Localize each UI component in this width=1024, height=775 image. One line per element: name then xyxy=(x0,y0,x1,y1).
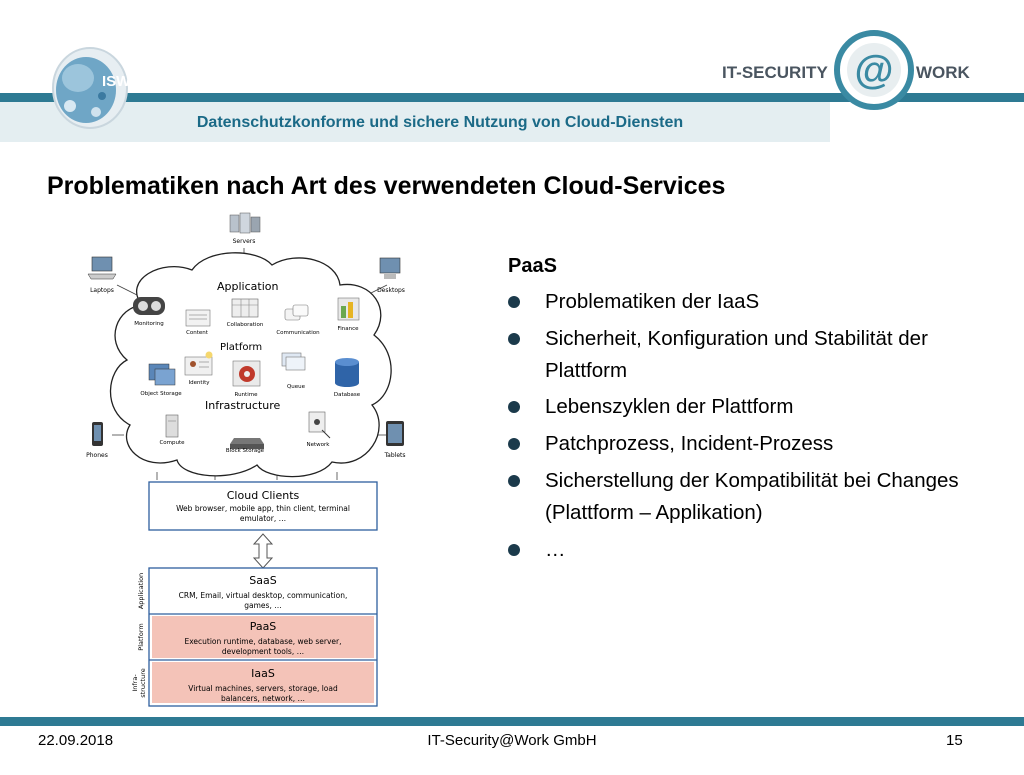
it-security-at-work-logo: IT-SECURITY @ WORK xyxy=(722,30,971,110)
cloud-clients-box: Cloud Clients Web browser, mobile app, t… xyxy=(148,481,378,531)
monitoring-icon: Monitoring xyxy=(133,297,165,327)
svg-text:structure: structure xyxy=(139,668,147,698)
network-icon: Network xyxy=(307,411,331,448)
svg-text:Communication: Communication xyxy=(276,330,320,336)
desktop-icon: Desktops xyxy=(377,257,405,294)
svg-text:games, …: games, … xyxy=(244,601,281,610)
svg-text:Runtime: Runtime xyxy=(235,392,259,398)
header-subtitle: Datenschutzkonforme und sichere Nutzung … xyxy=(196,114,684,131)
bullet-dot-icon xyxy=(508,438,520,450)
communication-icon: Communication xyxy=(276,304,320,336)
svg-text:WORK: WORK xyxy=(916,63,971,82)
isw-logo: ISW xyxy=(52,47,130,129)
svg-text:Object Storage: Object Storage xyxy=(140,391,182,397)
svg-text:Web browser, mobile app, thin: Web browser, mobile app, thin client, te… xyxy=(176,504,350,513)
svg-text:Finance: Finance xyxy=(337,326,359,332)
svg-text:development tools, …: development tools, … xyxy=(222,647,304,656)
bullet-item: … xyxy=(508,534,988,566)
bullet-item: Sicherheit, Konfiguration und Stabilität… xyxy=(508,323,988,387)
svg-text:Phones: Phones xyxy=(86,452,108,459)
svg-text:Execution runtime, database, w: Execution runtime, database, web server, xyxy=(184,637,341,646)
svg-text:Desktops: Desktops xyxy=(377,287,405,294)
laptop-icon: Laptops xyxy=(87,256,117,294)
section-heading: PaaS xyxy=(508,255,557,277)
svg-text:Virtual machines, servers, sto: Virtual machines, servers, storage, load xyxy=(188,684,338,693)
bullet-dot-icon xyxy=(508,475,520,487)
page-number: 15 xyxy=(946,732,963,749)
svg-text:@: @ xyxy=(854,48,893,92)
svg-text:Queue: Queue xyxy=(287,384,306,390)
svg-text:Identity: Identity xyxy=(188,380,210,386)
bullet-item: Lebenszyklen der Plattform xyxy=(508,391,988,423)
svg-text:CRM, Email, virtual desktop, c: CRM, Email, virtual desktop, communicati… xyxy=(179,591,348,600)
runtime-icon: Runtime xyxy=(232,360,261,398)
tablet-icon: Tablets xyxy=(384,421,406,459)
svg-text:Compute: Compute xyxy=(159,440,185,446)
header-band xyxy=(0,93,1024,102)
footer-band xyxy=(0,717,1024,726)
svg-text:Network: Network xyxy=(307,442,331,448)
footer-date: 22.09.2018 xyxy=(38,732,114,749)
bullet-dot-icon xyxy=(508,544,520,556)
servers-icon: Servers xyxy=(229,212,261,245)
cloud-computing-diagram: Servers Laptops Desktops Phones Tablets … xyxy=(86,212,406,707)
svg-text:emulator, …: emulator, … xyxy=(240,514,286,523)
database-icon: Database xyxy=(334,358,361,398)
isw-logo-text: ISW xyxy=(102,73,130,90)
svg-text:Cloud Clients: Cloud Clients xyxy=(227,489,300,502)
identity-icon: Identity xyxy=(184,351,213,386)
svg-text:Tablets: Tablets xyxy=(384,452,406,459)
block-storage-icon: Block Storage xyxy=(226,438,265,454)
svg-text:Servers: Servers xyxy=(233,238,256,245)
bullet-dot-icon xyxy=(508,296,520,308)
phone-icon: Phones xyxy=(86,422,108,459)
header-subtitle-bar xyxy=(0,102,830,142)
slide-title: Problematiken nach Art des verwendeten C… xyxy=(47,172,726,200)
bullet-dot-icon xyxy=(508,401,520,413)
bullet-dot-icon xyxy=(508,333,520,345)
double-arrow-icon xyxy=(252,533,274,569)
svg-text:Application: Application xyxy=(137,573,145,609)
finance-icon: Finance xyxy=(337,297,360,332)
service-stack: SaaS CRM, Email, virtual desktop, commun… xyxy=(131,567,378,707)
svg-text:Platform: Platform xyxy=(137,623,145,650)
svg-text:Infrastructure: Infrastructure xyxy=(205,399,281,412)
object-storage-icon: Object Storage xyxy=(140,363,182,397)
svg-text:Content: Content xyxy=(186,330,209,336)
collaboration-icon: Collaboration xyxy=(227,298,264,328)
svg-text:PaaS: PaaS xyxy=(250,620,277,633)
svg-text:Laptops: Laptops xyxy=(90,287,114,294)
svg-text:Application: Application xyxy=(217,280,278,293)
svg-text:Block Storage: Block Storage xyxy=(226,448,265,454)
footer-company: IT-Security@Work GmbH xyxy=(427,732,597,749)
svg-text:SaaS: SaaS xyxy=(249,574,276,587)
svg-text:IT-SECURITY: IT-SECURITY xyxy=(722,63,828,82)
bullet-item: Patchprozess, Incident-Prozess xyxy=(508,428,988,460)
svg-text:Monitoring: Monitoring xyxy=(134,321,163,327)
svg-text:balancers, network, …: balancers, network, … xyxy=(221,694,305,703)
bullet-item: Problematiken der IaaS xyxy=(508,286,988,318)
compute-icon: Compute xyxy=(159,414,185,446)
bullet-item: Sicherstellung der Kompatibilität bei Ch… xyxy=(508,465,988,529)
content-icon: Content xyxy=(185,309,211,336)
queue-icon: Queue xyxy=(281,352,306,390)
svg-text:Collaboration: Collaboration xyxy=(227,322,264,328)
svg-text:Platform: Platform xyxy=(220,342,262,353)
svg-text:Database: Database xyxy=(334,392,361,398)
svg-text:IaaS: IaaS xyxy=(251,667,275,680)
svg-text:Infra-: Infra- xyxy=(131,674,139,692)
